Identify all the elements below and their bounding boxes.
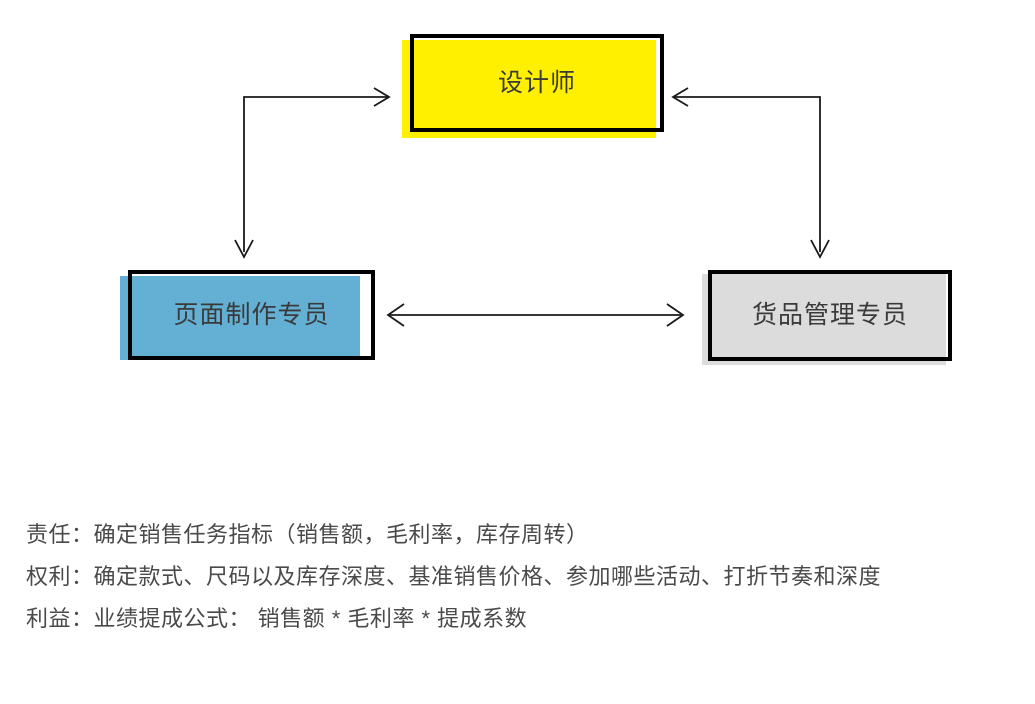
- note-line-benefits: 利益：业绩提成公式： 销售额 * 毛利率 * 提成系数: [26, 606, 528, 631]
- node-goods-management-specialist[interactable]: 货品管理专员: [702, 270, 954, 366]
- node-goods-management-specialist-fill: [702, 274, 946, 365]
- node-page-production-specialist[interactable]: 页面制作专员: [120, 270, 375, 366]
- node-goods-management-specialist-label: 货品管理专员: [751, 301, 908, 329]
- node-page-production-specialist-label: 页面制作专员: [173, 300, 330, 329]
- node-designer-label: 设计师: [497, 68, 576, 97]
- node-designer-fill: [402, 40, 656, 138]
- note-line-responsibility: 责任：确定销售任务指标（销售额，毛利率，库存周转）: [26, 522, 589, 547]
- node-designer[interactable]: 设计师: [402, 34, 664, 138]
- connector-designer-to-goods: [671, 87, 830, 259]
- node-page-production-specialist-border: [128, 270, 375, 360]
- connector-designer-to-page: [234, 87, 391, 259]
- note-line-rights: 权利：确定款式、尺码以及库存深度、基准销售价格、参加哪些活动、打折节奏和深度: [26, 564, 882, 589]
- node-goods-management-specialist-border: [708, 270, 952, 361]
- node-designer-border: [410, 34, 664, 132]
- notes-block: 责任：确定销售任务指标（销售额，毛利率，库存周转） 权利：确定款式、尺码以及库存…: [26, 514, 1016, 640]
- node-page-production-specialist-fill: [120, 276, 360, 360]
- connector-page-to-goods: [386, 303, 685, 327]
